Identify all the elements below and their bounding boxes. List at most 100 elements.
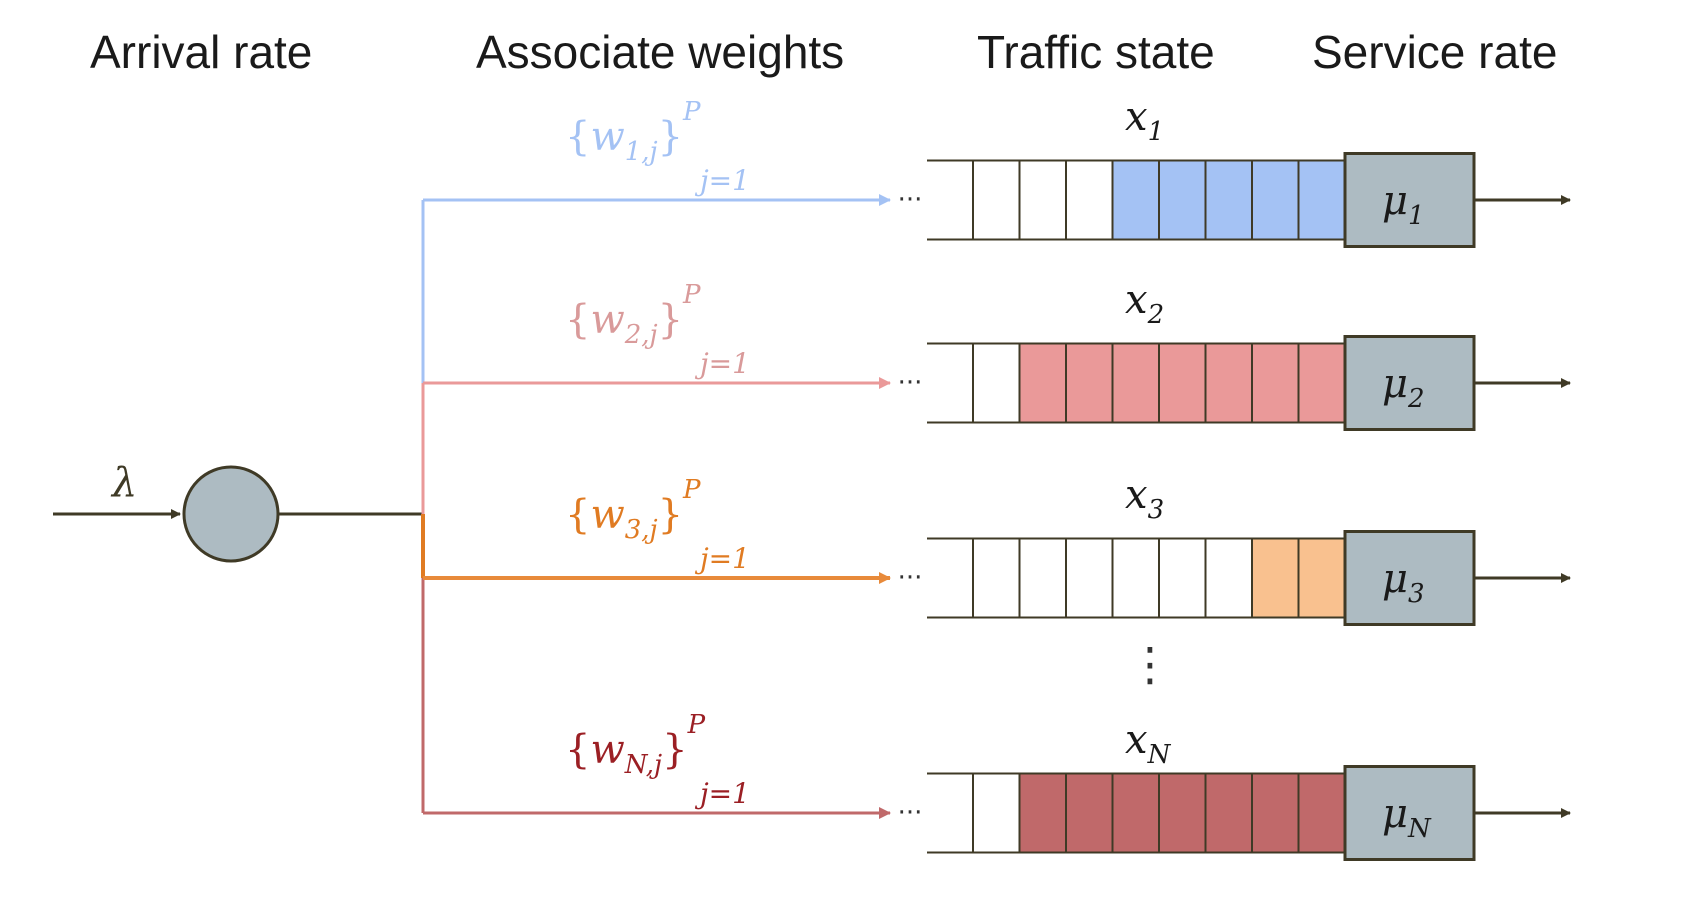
- queue-buffer: [927, 772, 1346, 854]
- queue-row: {wN,j}P j=1 ··· xN μN: [423, 710, 1571, 861]
- queue-ellipsis: ···: [898, 368, 923, 398]
- rate-symbol: μ: [1382, 556, 1408, 602]
- weight-index: 2,j: [624, 320, 658, 350]
- weight-symbol: w: [590, 297, 624, 343]
- weight-index: N,j: [624, 750, 662, 780]
- service-node: [1343, 530, 1476, 626]
- traffic-state-label: x3: [1125, 472, 1164, 525]
- queue-cell-empty: [1065, 537, 1114, 619]
- queue-cell-filled: [1158, 772, 1207, 854]
- weight-lower-limit: j=1: [694, 777, 750, 810]
- queue-cell-filled: [1158, 342, 1207, 424]
- weight-label: {w3,j}P: [565, 475, 701, 545]
- weight-symbol: w: [590, 492, 624, 538]
- queue-cell-empty: [1018, 537, 1067, 619]
- state-index: 2: [1147, 300, 1165, 330]
- queue-cell-empty: [972, 342, 1021, 424]
- service-rate-label: μ3: [1382, 556, 1425, 609]
- queue-cell-filled: [1297, 342, 1346, 424]
- rate-index: 1: [1408, 201, 1425, 231]
- queue-cell-filled: [1018, 772, 1067, 854]
- rate-symbol: μ: [1382, 791, 1408, 837]
- queue-cell-filled: [1251, 342, 1300, 424]
- state-index: 1: [1148, 117, 1165, 147]
- lambda-symbol: λ: [110, 460, 137, 506]
- queue-row: {w2,j}P j=1 ··· x2 μ2: [423, 277, 1571, 431]
- service-node: [1343, 152, 1476, 248]
- traffic-state-label: x1: [1125, 94, 1164, 147]
- rate-index: N: [1407, 814, 1432, 844]
- queue-cell-filled: [1297, 537, 1346, 619]
- queue-cell-filled: [1204, 342, 1253, 424]
- queue-ellipsis: ···: [898, 798, 923, 828]
- queue-cell-filled: [1251, 159, 1300, 241]
- queue-cell-filled: [1297, 159, 1346, 241]
- service-rate-label: μN: [1382, 791, 1432, 844]
- queue-row: {w3,j}P j=1 ··· x3 μ3: [423, 472, 1571, 626]
- brace-close: }: [658, 297, 683, 343]
- queue-cell-empty: [972, 159, 1021, 241]
- queue-cell-filled: [1065, 772, 1114, 854]
- brace-open: {: [565, 727, 590, 773]
- weight-symbol: w: [590, 114, 624, 160]
- queue-cell-filled: [1204, 159, 1253, 241]
- queue-cell-filled: [1251, 537, 1300, 619]
- state-index: 3: [1148, 495, 1165, 525]
- state-symbol: x: [1125, 717, 1148, 763]
- queue-cell-filled: [1204, 772, 1253, 854]
- state-symbol: x: [1125, 472, 1148, 518]
- queue-cell-filled: [1111, 159, 1160, 241]
- queue-cell-empty: [972, 772, 1021, 854]
- queue-cell-filled: [1158, 159, 1207, 241]
- header-traffic-state: Traffic state: [977, 26, 1215, 78]
- header-service-rate: Service rate: [1312, 26, 1557, 78]
- more-queues-dots: ⋮: [1127, 637, 1173, 691]
- weight-upper-limit: P: [682, 97, 701, 127]
- brace-close: }: [658, 114, 683, 160]
- queue-cell-filled: [1251, 772, 1300, 854]
- service-rate-label: μ1: [1382, 178, 1425, 231]
- weight-index: 3,j: [625, 515, 658, 545]
- queue-ellipsis: ···: [898, 563, 923, 593]
- weight-symbol: w: [590, 727, 624, 773]
- queue-cell-filled: [1065, 342, 1114, 424]
- weight-upper-limit: P: [682, 475, 701, 505]
- queue-cell-filled: [1111, 342, 1160, 424]
- queue-cell-filled: [1018, 342, 1067, 424]
- queue-cell-empty: [1204, 537, 1253, 619]
- weight-label: {wN,j}P: [565, 710, 706, 780]
- traffic-state-label: xN: [1125, 717, 1172, 770]
- arrival-source: λ: [53, 460, 423, 563]
- queue-cell-empty: [1018, 159, 1067, 241]
- dispatcher-node: [182, 465, 280, 563]
- weight-lower-limit: j=1: [694, 542, 750, 575]
- state-index: N: [1147, 740, 1172, 770]
- rate-index: 2: [1407, 384, 1425, 414]
- service-rate-label: μ2: [1382, 361, 1425, 414]
- rate-symbol: μ: [1382, 361, 1408, 407]
- header-arrival-rate: Arrival rate: [90, 26, 312, 78]
- weight-upper-limit: P: [687, 710, 706, 740]
- weight-label: {w1,j}P: [565, 97, 701, 167]
- queue-row: {w1,j}P j=1 ··· x1 μ1: [423, 94, 1571, 248]
- brace-close: }: [658, 492, 683, 538]
- queue-buffer: [927, 537, 1346, 619]
- rate-index: 3: [1408, 579, 1425, 609]
- weight-upper-limit: P: [682, 280, 701, 310]
- queue-cell-filled: [1111, 772, 1160, 854]
- weight-lower-limit: j=1: [694, 164, 750, 197]
- queue-buffer: [927, 159, 1346, 241]
- queue-cell-filled: [1297, 772, 1346, 854]
- queue-ellipsis: ···: [898, 185, 923, 215]
- service-node: [1343, 765, 1476, 861]
- queue-cell-empty: [1111, 537, 1160, 619]
- queue-cell-empty: [1158, 537, 1207, 619]
- brace-open: {: [565, 297, 590, 343]
- weight-lower-limit: j=1: [694, 347, 750, 380]
- state-symbol: x: [1125, 94, 1148, 140]
- rate-symbol: μ: [1382, 178, 1408, 224]
- header-associate-weights: Associate weights: [476, 26, 844, 78]
- traffic-state-label: x2: [1125, 277, 1164, 330]
- queue-cell-empty: [972, 537, 1021, 619]
